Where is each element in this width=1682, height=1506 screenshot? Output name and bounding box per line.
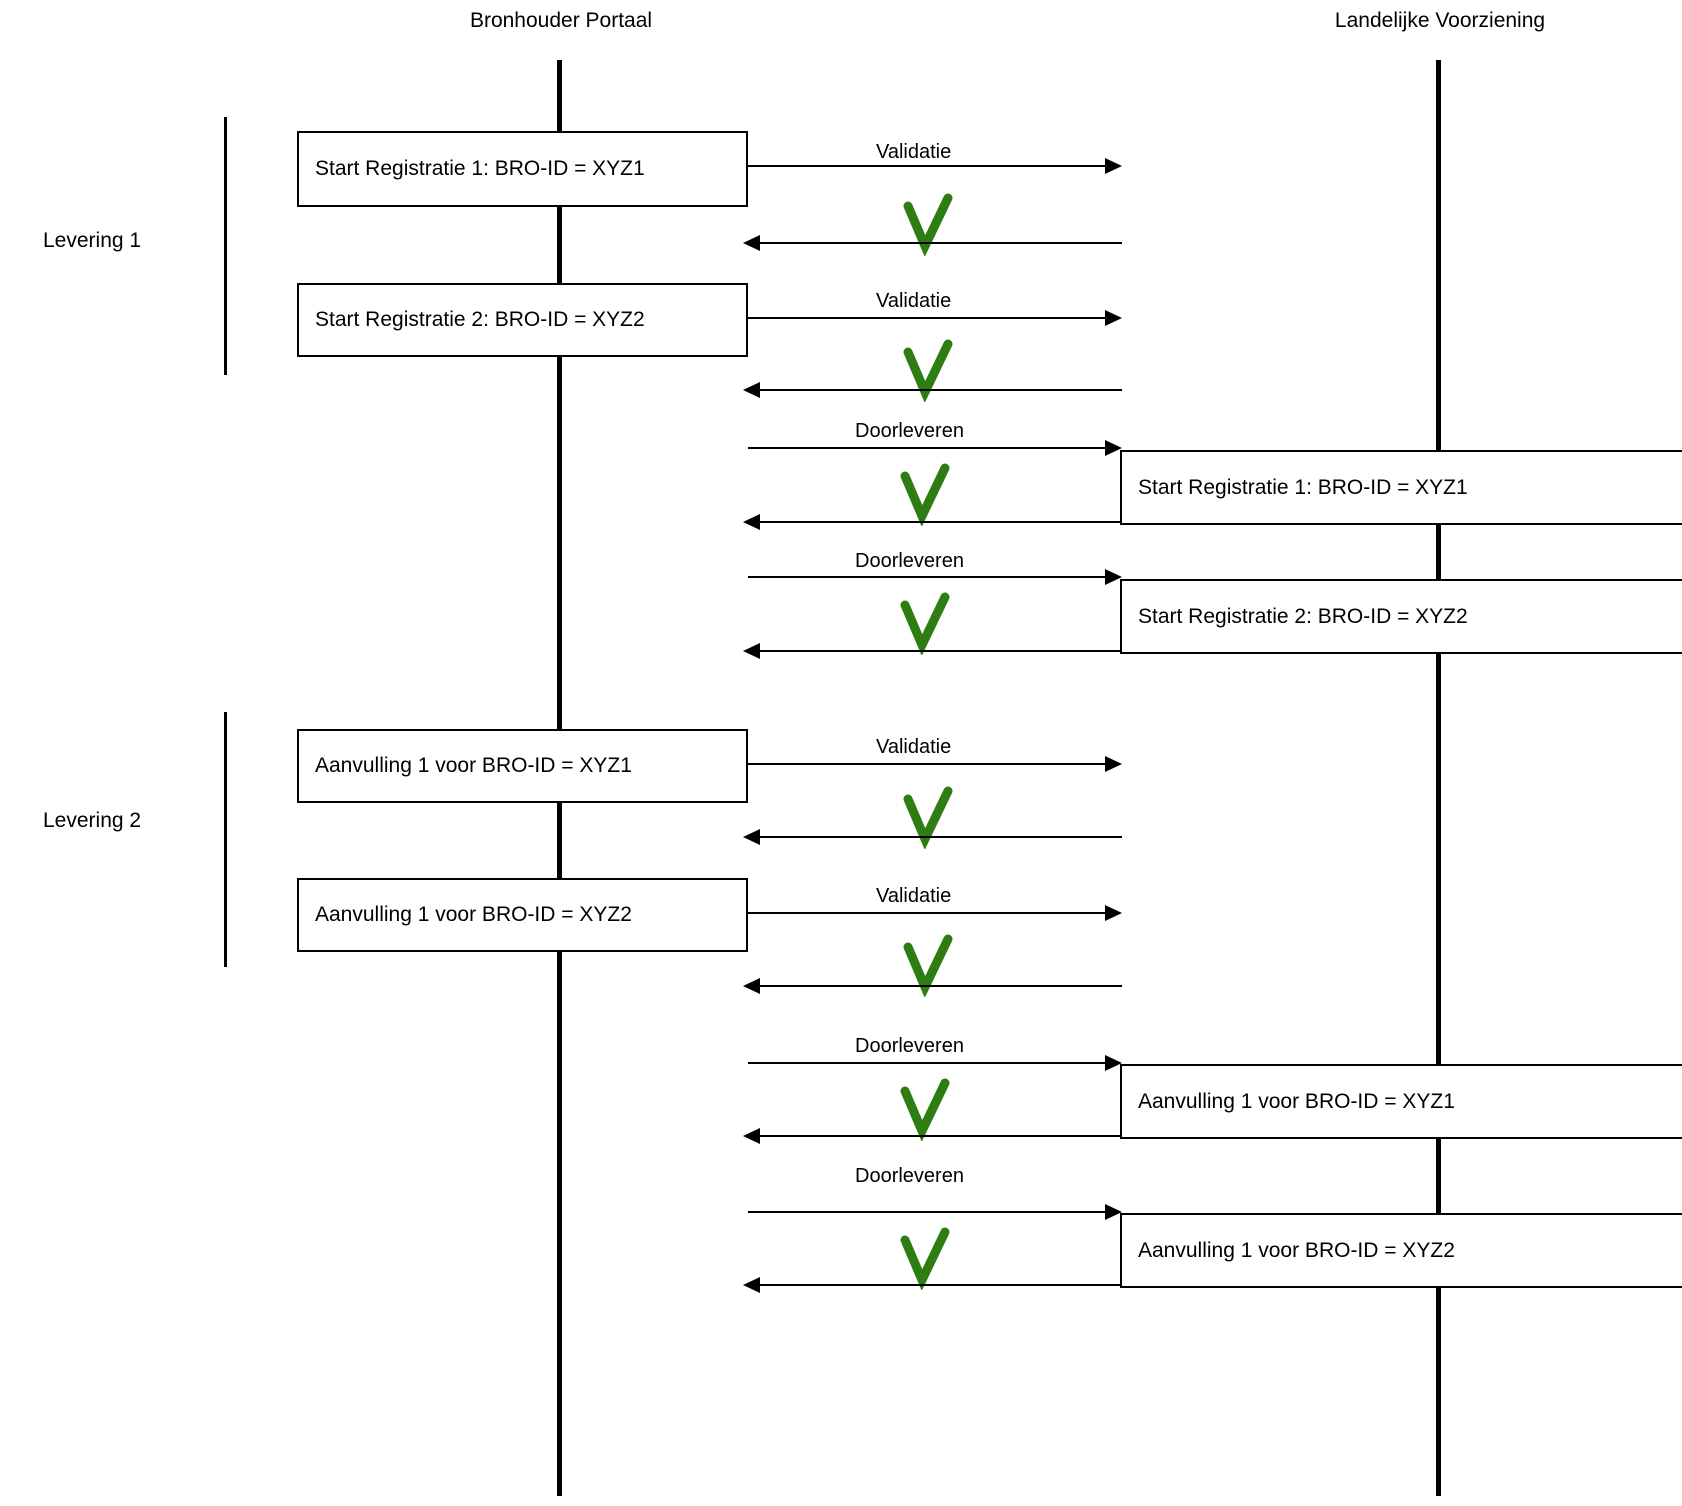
arrow-head-left-icon [743, 235, 760, 251]
arrow-head-right-icon [1105, 440, 1122, 456]
message-label: Validatie [876, 885, 952, 907]
right-message-box[interactable]: Aanvulling 1 voor BRO-ID = XYZ1 [1120, 1064, 1682, 1139]
green-checkmark-icon [900, 785, 956, 849]
left-message-box-label: Aanvulling 1 voor BRO-ID = XYZ2 [315, 903, 632, 926]
message-arrow-line [760, 1284, 1120, 1286]
arrow-head-left-icon [743, 1128, 760, 1144]
message-arrow-line [760, 242, 1122, 244]
lifeline-header-right: Landelijke Voorziening [1334, 9, 1546, 32]
right-message-box-label: Aanvulling 1 voor BRO-ID = XYZ2 [1138, 1238, 1455, 1262]
green-checkmark-icon [897, 462, 953, 526]
message-label: Doorleveren [855, 420, 964, 442]
message-arrow-line [760, 985, 1122, 987]
right-message-box[interactable]: Start Registratie 2: BRO-ID = XYZ2 [1120, 579, 1682, 654]
arrow-head-right-icon [1105, 310, 1122, 326]
arrow-head-left-icon [743, 978, 760, 994]
lifeline-header-left: Bronhouder Portaal [469, 9, 653, 32]
group-bracket-levering-1 [224, 117, 227, 375]
lifeline-landelijke-voorziening [1436, 60, 1441, 1496]
left-message-box-label: Start Registratie 1: BRO-ID = XYZ1 [315, 157, 645, 180]
message-arrow-line [748, 447, 1105, 449]
message-arrow-line [748, 576, 1105, 578]
arrow-head-right-icon [1105, 756, 1122, 772]
left-message-box-label: Start Registratie 2: BRO-ID = XYZ2 [315, 308, 645, 331]
message-arrow-line [760, 389, 1122, 391]
message-arrow-line [748, 763, 1105, 765]
arrow-head-right-icon [1105, 158, 1122, 174]
arrow-head-left-icon [743, 829, 760, 845]
green-checkmark-icon [900, 338, 956, 402]
message-arrow-line [760, 1135, 1120, 1137]
message-arrow-line [748, 317, 1105, 319]
message-label: Validatie [876, 141, 952, 163]
message-arrow-line [748, 1211, 1105, 1213]
message-label: Doorleveren [855, 550, 964, 572]
arrow-head-right-icon [1105, 905, 1122, 921]
right-message-box-label: Start Registratie 2: BRO-ID = XYZ2 [1138, 604, 1468, 628]
arrow-head-right-icon [1105, 569, 1122, 585]
green-checkmark-icon [900, 933, 956, 997]
green-checkmark-icon [897, 591, 953, 655]
arrow-head-left-icon [743, 643, 760, 659]
group-bracket-levering-2 [224, 712, 227, 967]
message-arrow-line [748, 1062, 1105, 1064]
group-label-levering-2: Levering 2 [43, 809, 142, 832]
arrow-head-left-icon [743, 1277, 760, 1293]
arrow-head-left-icon [743, 382, 760, 398]
message-arrow-line [760, 521, 1120, 523]
message-label: Doorleveren [855, 1165, 964, 1187]
green-checkmark-icon [897, 1077, 953, 1141]
left-message-box[interactable]: Aanvulling 1 voor BRO-ID = XYZ1 [297, 729, 748, 803]
right-message-box-label: Start Registratie 1: BRO-ID = XYZ1 [1138, 475, 1468, 499]
arrow-head-right-icon [1105, 1204, 1122, 1220]
green-checkmark-icon [900, 192, 956, 256]
arrow-head-left-icon [743, 514, 760, 530]
left-message-box[interactable]: Aanvulling 1 voor BRO-ID = XYZ2 [297, 878, 748, 952]
message-arrow-line [760, 650, 1120, 652]
right-message-box-label: Aanvulling 1 voor BRO-ID = XYZ1 [1138, 1089, 1455, 1113]
left-message-box[interactable]: Start Registratie 1: BRO-ID = XYZ1 [297, 131, 748, 207]
message-arrow-line [748, 165, 1105, 167]
message-label: Validatie [876, 290, 952, 312]
right-message-box[interactable]: Aanvulling 1 voor BRO-ID = XYZ2 [1120, 1213, 1682, 1288]
message-arrow-line [760, 836, 1122, 838]
right-message-box[interactable]: Start Registratie 1: BRO-ID = XYZ1 [1120, 450, 1682, 525]
arrow-head-right-icon [1105, 1055, 1122, 1071]
message-label: Doorleveren [855, 1035, 964, 1057]
left-message-box[interactable]: Start Registratie 2: BRO-ID = XYZ2 [297, 283, 748, 357]
left-message-box-label: Aanvulling 1 voor BRO-ID = XYZ1 [315, 754, 632, 777]
group-label-levering-1: Levering 1 [43, 229, 142, 252]
message-label: Validatie [876, 736, 952, 758]
message-arrow-line [748, 912, 1105, 914]
green-checkmark-icon [897, 1226, 953, 1290]
